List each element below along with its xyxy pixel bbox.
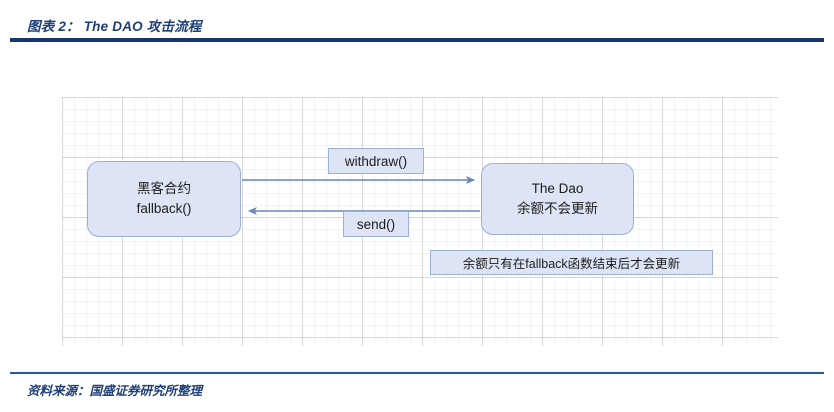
node-dao-line1: The Dao (531, 181, 584, 197)
edge-label-withdraw[interactable]: withdraw() (328, 148, 424, 174)
page-title: 图表 2： The DAO 攻击流程 (27, 19, 202, 34)
node-dao-line2: 余额不会更新 (517, 201, 598, 216)
figure-footer: 资料来源：国盛证券研究所整理 (0, 366, 834, 412)
edge-label-send[interactable]: send() (343, 211, 409, 237)
node-the-dao[interactable]: The Dao 余额不会更新 (481, 163, 634, 235)
footer-divider (10, 372, 824, 374)
diagram-canvas: 黑客合约 fallback() The Dao 余额不会更新 withdraw(… (62, 97, 778, 346)
header-divider (10, 38, 824, 42)
node-hacker-contract[interactable]: 黑客合约 fallback() (87, 161, 241, 237)
figure-header: 图表 2： The DAO 攻击流程 (0, 0, 834, 45)
annotation-balance-note[interactable]: 余额只有在fallback函数结束后才会更新 (430, 250, 713, 275)
source-note: 资料来源：国盛证券研究所整理 (27, 384, 203, 398)
node-hacker-line2: fallback() (136, 201, 192, 216)
node-hacker-line1: 黑客合约 (137, 181, 191, 197)
